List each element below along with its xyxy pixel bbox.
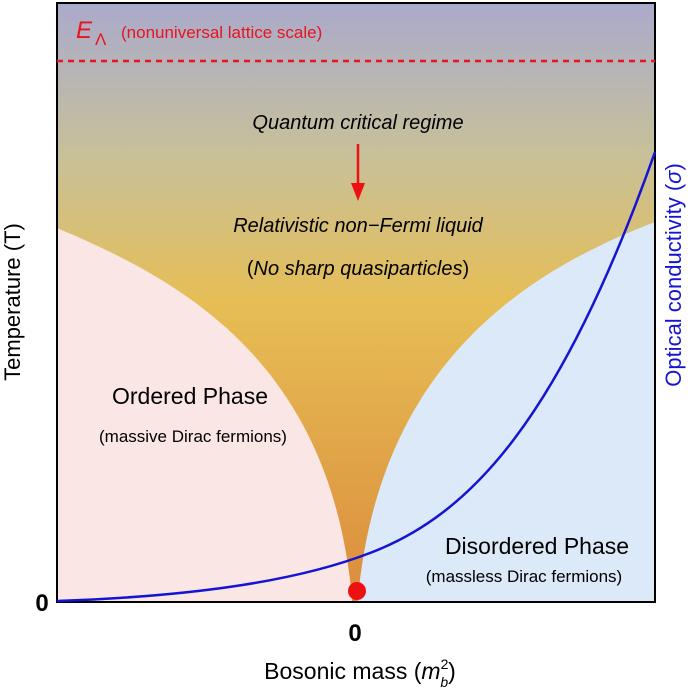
disordered-phase-region <box>358 222 655 602</box>
y-axis-label: Temperature (T) <box>0 223 25 381</box>
x-axis-mass-sub: b <box>440 674 448 690</box>
x-axis-label-prefix: Bosonic mass ( <box>264 658 422 684</box>
nfl-sublabel-italic: No sharp quasiparticles <box>254 258 463 280</box>
nfl-sublabel-close: ) <box>463 258 470 280</box>
disordered-phase-title: Disordered Phase <box>445 533 629 559</box>
x-axis-label: Bosonic mass (m2 b) <box>264 656 456 690</box>
quantum-critical-point <box>348 582 366 600</box>
scale-subscript: Λ <box>95 30 107 49</box>
right-axis-label-prefix: Optical conductivity ( <box>661 183 686 387</box>
nfl-sublabel-open: ( <box>247 258 254 280</box>
x-axis-mass-sup: 2 <box>441 656 449 672</box>
x-axis-mass-symbol: m <box>421 658 440 684</box>
scale-note: (nonuniversal lattice scale) <box>121 23 322 42</box>
ordered-phase-region <box>57 228 352 602</box>
disordered-phase-subtitle: (massless Dirac fermions) <box>426 567 622 586</box>
ordered-phase-title: Ordered Phase <box>112 383 268 409</box>
y-axis-zero: 0 <box>35 590 48 617</box>
scale-symbol: E <box>76 17 93 44</box>
nfl-label: Relativistic non−Fermi liquid <box>233 215 483 237</box>
arrow-head-icon <box>351 183 365 201</box>
x-axis-label-suffix: ) <box>448 658 456 684</box>
right-axis-label: Optical conductivity (σ) <box>661 163 686 387</box>
right-axis-symbol: σ <box>661 170 686 184</box>
nfl-sublabel: (No sharp quasiparticles) <box>247 258 469 280</box>
ordered-phase-subtitle: (massive Dirac fermions) <box>99 427 287 446</box>
critical-regime-label: Quantum critical regime <box>252 112 463 134</box>
plot-frame <box>56 2 656 603</box>
right-axis-label-suffix: ) <box>661 163 686 170</box>
optical-conductivity-curve <box>56 151 657 603</box>
x-axis-zero: 0 <box>348 620 361 647</box>
